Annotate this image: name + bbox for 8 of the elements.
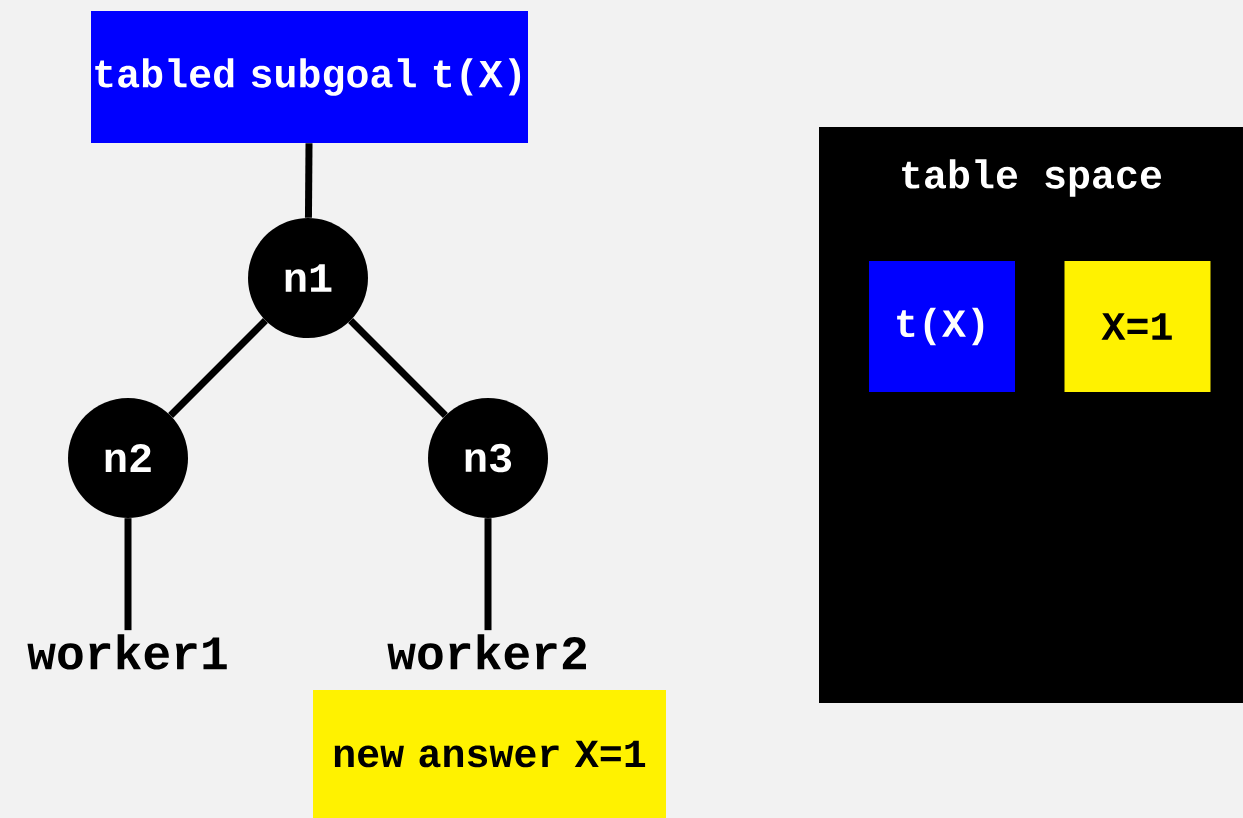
subgoal-box: tabled subgoal t(X) (91, 11, 528, 143)
worker-label: worker2 (387, 634, 586, 670)
table-entry-box: t(X) (869, 261, 1015, 392)
answer-box: new answer X=1 (313, 690, 666, 818)
worker-label: worker1 (27, 634, 227, 670)
table-entry-box: X=1 (1064, 261, 1211, 392)
connector-line (348, 318, 448, 418)
connector-line (168, 318, 268, 418)
